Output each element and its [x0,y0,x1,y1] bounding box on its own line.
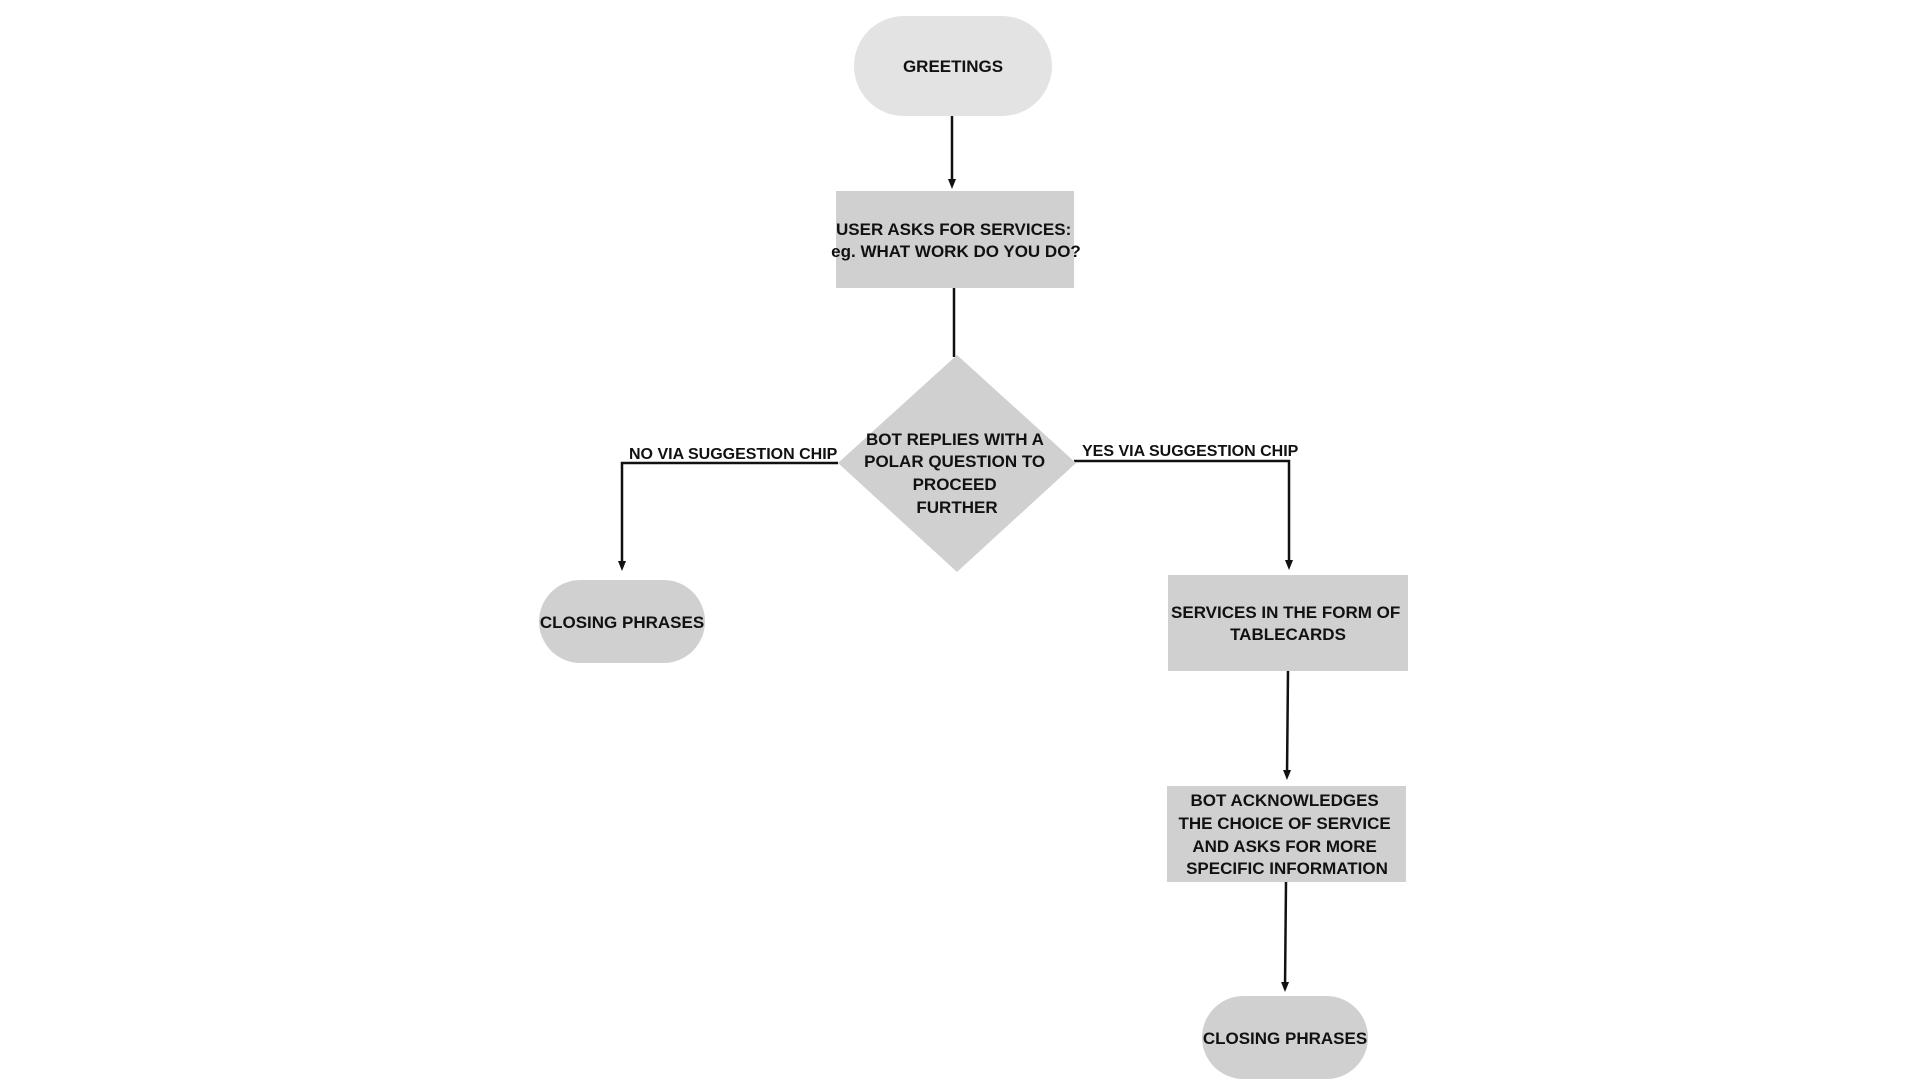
node-closing-left: CLOSING PHRASES [539,580,705,663]
arrow-polar-to-services [1074,459,1293,570]
node-bot-acknowledges: BOT ACKNOWLEDGES THE CHOICE OF SERVICE A… [1167,786,1406,882]
svg-text:BOT REPLIES WITH A POLAR: BOT REPLIES WITH A POLAR QUESTION TO PRO… [864,430,1050,517]
node-closing-left-shape [539,580,705,663]
node-bot-acknowledges-line-2: THE CHOICE OF SERVICE [1179,814,1391,833]
node-user-asks-line-1: USER ASKS FOR SERVICES: [836,220,1071,239]
node-polar-question-line-1: BOT REPLIES WITH A [866,430,1044,449]
svg-text:SERVICES IN THE FORM OF: SERVICES IN THE FORM OF TABLECARDS [1171,603,1405,644]
arrow-services-to-acknowledges [1283,670,1292,780]
node-closing-bottom-line-1: CLOSING PHRASES [1203,1029,1367,1048]
svg-text:USER ASKS FOR SERVICES:: USER ASKS FOR SERVICES: eg. WHAT WORK DO… [831,220,1081,261]
arrow-acknowledges-to-closing-bottom [1281,881,1290,992]
svg-text:GREETINGS: GREETINGS [903,57,1003,76]
edge-label-yes-via-suggestion-chip: YES VIA SUGGESTION CHIP [1082,443,1299,460]
node-polar-question-line-2: POLAR QUESTION TO [864,452,1045,471]
node-bot-acknowledges-line-1: BOT ACKNOWLEDGES [1191,791,1379,810]
node-polar-question-line-3: PROCEED [913,475,997,494]
node-services-tablecards-shape [1168,575,1408,671]
node-user-asks: USER ASKS FOR SERVICES: eg. WHAT WORK DO… [831,191,1081,288]
node-services-tablecards: SERVICES IN THE FORM OF TABLECARDS [1168,575,1408,671]
node-services-tablecards-line-1: SERVICES IN THE FORM OF [1171,603,1400,622]
arrow-polar-to-closing-left [618,461,838,571]
node-user-asks-shape [836,191,1074,288]
edge-labels: NO VIA SUGGESTION CHIP YES VIA SUGGESTIO… [629,443,1299,463]
svg-text:CLOSING PHRASES: CLOSING PHRASES [1203,1029,1367,1048]
connectors [618,116,1293,992]
svg-text:BOT ACKNOWLEDGES THE CHO: BOT ACKNOWLEDGES THE CHOICE OF SERVICE A… [1179,791,1396,878]
node-polar-question-line-4: FURTHER [916,498,997,517]
node-greetings: GREETINGS [854,16,1052,116]
node-bot-acknowledges-line-4: SPECIFIC INFORMATION [1186,859,1388,878]
node-bot-acknowledges-shape [1167,786,1406,882]
svg-text:CLOSING PHRASES: CLOSING PHRASES [540,613,704,632]
node-closing-left-line-1: CLOSING PHRASES [540,613,704,632]
node-greetings-shape [854,16,1052,116]
node-bot-acknowledges-line-3: AND ASKS FOR MORE [1192,837,1377,856]
edge-label-no-via-suggestion-chip: NO VIA SUGGESTION CHIP [629,446,838,463]
node-closing-bottom-shape [1202,996,1368,1079]
node-user-asks-line-2: eg. WHAT WORK DO YOU DO? [831,242,1081,261]
node-services-tablecards-line-2: TABLECARDS [1230,625,1346,644]
node-polar-question-shape [838,355,1076,572]
node-closing-bottom: CLOSING PHRASES [1202,996,1368,1079]
node-polar-question: BOT REPLIES WITH A POLAR QUESTION TO PRO… [838,355,1076,572]
node-greetings-line-1: GREETINGS [903,57,1003,76]
